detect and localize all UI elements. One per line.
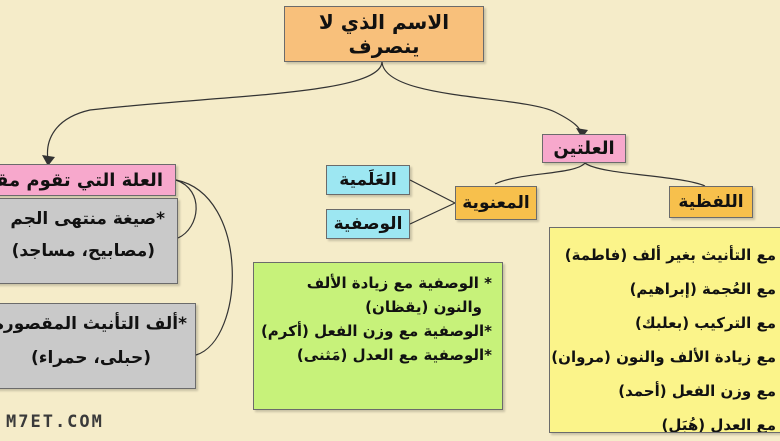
plural-form-title: *صيغة منتهى الجم xyxy=(10,209,165,229)
descriptive-list-item: *الوصفية مع وزن الفعل (أكرم) xyxy=(260,322,492,340)
descriptive-label: الوصفية xyxy=(333,214,403,234)
proper-name-label: العَلَمية xyxy=(339,170,397,190)
proper-list-item: مع زيادة الألف والنون (مروان) xyxy=(551,348,776,366)
proper-list-item: مع العدل (هُبَل) xyxy=(661,416,776,433)
two-causes-label: العلتين xyxy=(553,138,615,159)
line-one-cause-to-plural xyxy=(175,179,197,239)
line-semantic-to-descriptive xyxy=(409,202,456,225)
semantic-label: المعنوية xyxy=(462,193,530,213)
proper-list-item: مع التركيب (بعلبك) xyxy=(635,314,776,332)
proper-list-box: مع التأنيث بغير ألف (فاطمة) مع العُجمة (… xyxy=(549,227,780,433)
proper-list-item: مع وزن الفعل (أحمد) xyxy=(618,382,776,400)
plural-form-box: *صيغة منتهى الجم (مصابيح، مساجد) xyxy=(0,198,178,284)
root-box: الاسم الذي لا ينصرف xyxy=(284,6,484,62)
arrow-root-to-two-causes xyxy=(381,61,583,135)
line-one-cause-to-feminine xyxy=(175,179,233,356)
line-two-causes-to-semantic xyxy=(494,162,586,185)
one-cause-box: العلة التي تقوم مقا xyxy=(0,164,176,196)
descriptive-list-box: * الوصفية مع زيادة الألف والنون (يقظان) … xyxy=(253,262,503,410)
descriptive-list-item: والنون (يقظان) xyxy=(365,298,482,316)
one-cause-label: العلة التي تقوم مقا xyxy=(0,169,163,191)
arrowhead-root-to-one-cause xyxy=(42,155,55,166)
verbal-box: اللفظية xyxy=(669,186,753,218)
descriptive-list-item: *الوصفية مع العدل (مَثنى) xyxy=(296,346,492,364)
arrowhead-root-to-two-causes xyxy=(576,128,588,138)
site-watermark: M7ET.COM xyxy=(6,412,104,432)
two-causes-box: العلتين xyxy=(542,134,626,163)
line-two-causes-to-verbal xyxy=(584,162,706,187)
verbal-label: اللفظية xyxy=(678,192,744,212)
feminine-alif-examples: (حبلى، حمراء) xyxy=(31,348,151,368)
plural-form-examples: (مصابيح، مساجد) xyxy=(11,241,155,261)
descriptive-list-item: * الوصفية مع زيادة الألف xyxy=(306,274,492,292)
feminine-alif-box: *ألف التأنيث المقصورة أو (حبلى، حمراء) xyxy=(0,303,196,389)
line-semantic-to-proper xyxy=(409,179,456,204)
feminine-alif-title: *ألف التأنيث المقصورة أو xyxy=(0,314,187,334)
arrow-root-to-one-cause xyxy=(46,61,383,161)
descriptive-box: الوصفية xyxy=(326,209,410,239)
proper-name-box: العَلَمية xyxy=(326,165,410,195)
proper-list-item: مع العُجمة (إبراهيم) xyxy=(629,280,776,298)
semantic-box: المعنوية xyxy=(455,186,537,220)
proper-list-item: مع التأنيث بغير ألف (فاطمة) xyxy=(564,246,776,264)
root-label: الاسم الذي لا ينصرف xyxy=(318,10,450,58)
